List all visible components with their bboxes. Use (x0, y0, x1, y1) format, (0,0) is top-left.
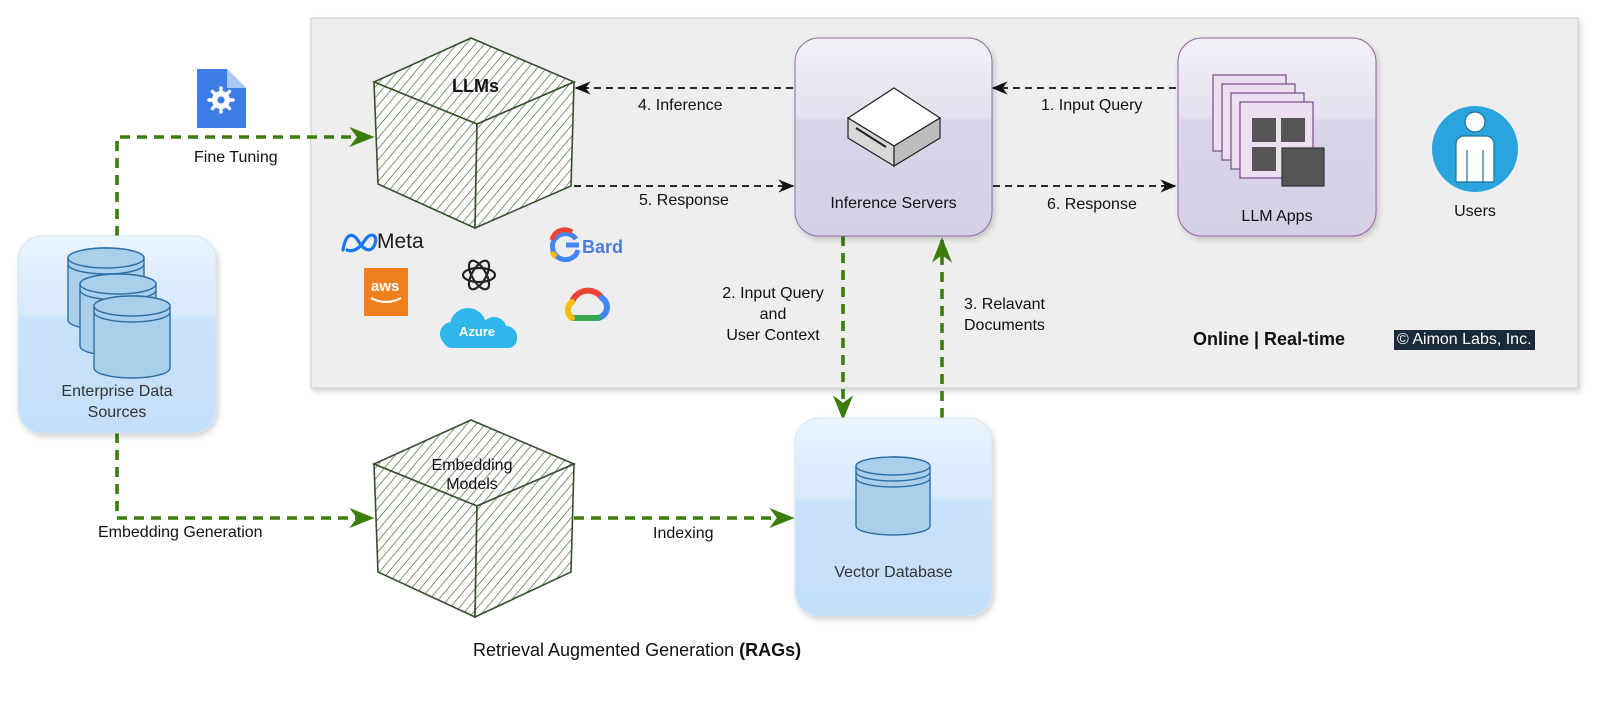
database-stack-icon (67, 247, 171, 379)
aws-smile-icon (370, 297, 402, 303)
users-icon (1432, 106, 1518, 192)
input-query-2-label: 2. Input Query and User Context (708, 283, 838, 346)
edge-embedding-generation (115, 433, 375, 529)
relevant-docs-3-label: 3. Relavant Documents (964, 294, 1045, 336)
input-query-1-label: 1. Input Query (1041, 97, 1143, 114)
embedding-models-cube (371, 419, 577, 619)
google-g-icon (549, 227, 581, 263)
server-icon (846, 87, 942, 168)
llm-apps-label: LLM Apps (1241, 208, 1313, 225)
aws-logo-text: aws (371, 278, 400, 295)
azure-logo-text: Azure (459, 324, 496, 339)
app-stack-icon (1212, 74, 1325, 187)
input-query-2-line-2: and (759, 306, 787, 323)
llms-cube (371, 37, 577, 230)
response-6-label: 6. Response (1047, 196, 1137, 213)
embedding-models-line-2: Models (446, 476, 498, 493)
openai-logo-icon (461, 259, 497, 291)
aws-logo-icon (364, 268, 408, 316)
inference-servers-label: Inference Servers (830, 195, 957, 212)
caption-bold: (RAGs) (739, 640, 802, 660)
inference-label: 4. Inference (638, 97, 723, 114)
embedding-models-label: Embedding Models (407, 456, 537, 494)
bard-logo-text: Bard (582, 237, 624, 257)
vector-database-label: Vector Database (834, 564, 953, 581)
settings-file-icon (197, 69, 246, 128)
enterprise-data-sources-line-1: Enterprise Data (61, 383, 173, 400)
relevant-docs-3-line-2: Documents (964, 317, 1045, 334)
embedding-models-line-1: Embedding (431, 457, 513, 474)
azure-cloud-icon (440, 308, 517, 348)
input-query-2-line-3: User Context (726, 327, 820, 344)
indexing-label: Indexing (653, 525, 714, 542)
diagram-caption: Retrieval Augmented Generation (RAGs) (473, 640, 801, 661)
llms-label: LLMs (452, 76, 499, 96)
enterprise-data-sources-line-2: Sources (87, 404, 147, 421)
fine-tuning-label: Fine Tuning (194, 149, 278, 166)
response-5-label: 5. Response (639, 192, 729, 209)
region-label: Online | Real-time (1193, 329, 1346, 349)
input-query-2-line-1: 2. Input Query (722, 285, 824, 302)
meta-logo-text: Meta (377, 230, 424, 253)
users-label: Users (1454, 203, 1496, 220)
relevant-docs-3-line-1: 3. Relavant (964, 296, 1045, 313)
caption-text: Retrieval Augmented Generation (473, 640, 740, 660)
credit-badge: © Aimon Labs, Inc. (1394, 330, 1535, 350)
google-cloud-icon (565, 287, 610, 321)
embedding-generation-label: Embedding Generation (98, 524, 263, 541)
vector-database-icon (855, 456, 931, 536)
enterprise-data-sources-label: Enterprise Data Sources (18, 382, 216, 422)
meta-logo-icon (341, 233, 378, 253)
